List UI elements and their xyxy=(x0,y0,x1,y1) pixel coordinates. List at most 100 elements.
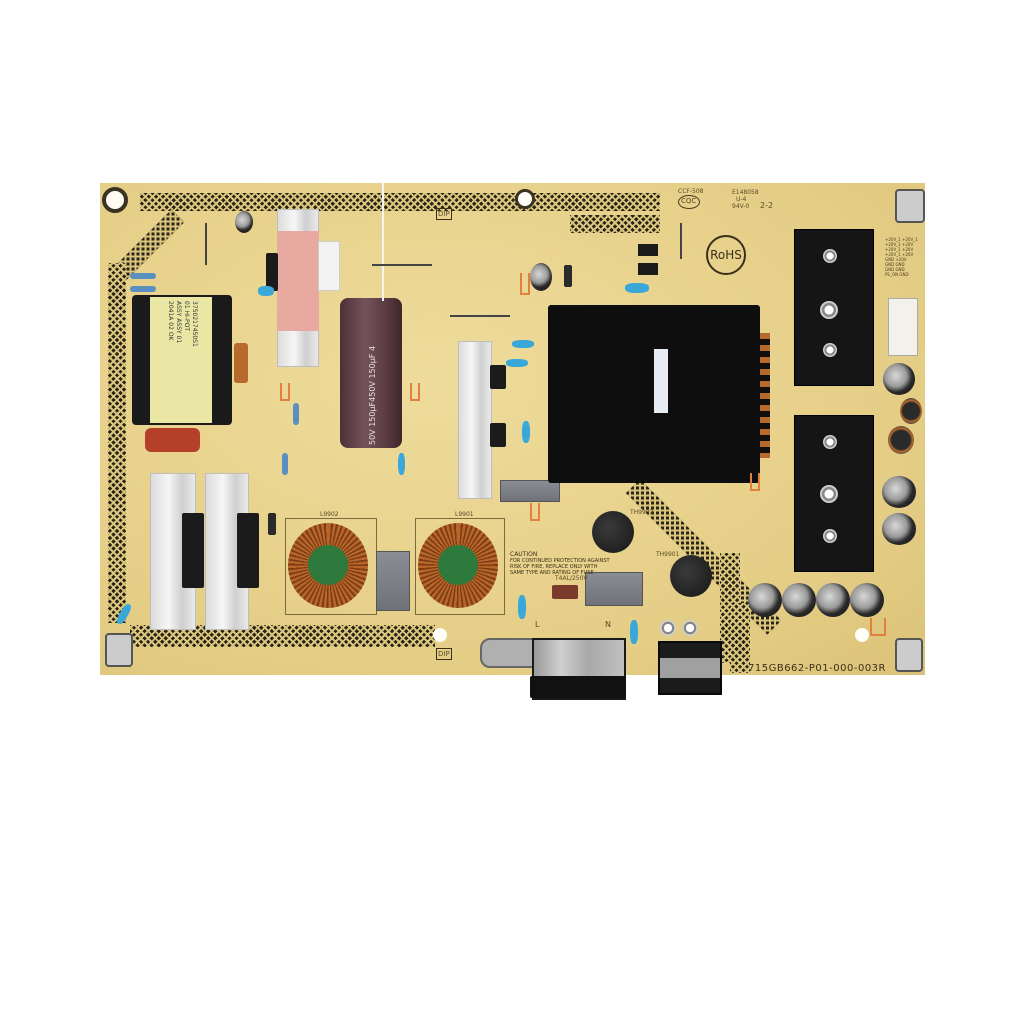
cqc-text: CQC xyxy=(681,197,697,205)
transformer-label-text: 3750217450S1 01 HI-POT ASSY ASSY 01 2041… xyxy=(167,301,198,347)
trace-mark xyxy=(280,383,290,401)
trace-mark xyxy=(520,273,530,295)
mounting-hole xyxy=(433,628,447,642)
transformer-t9801-label: 3750217450S1 01 HI-POT ASSY ASSY 01 2041… xyxy=(150,297,212,423)
dip-mark: DIP xyxy=(436,648,452,660)
ground-trace-left xyxy=(108,263,126,623)
capacitor-c9100 xyxy=(883,363,915,395)
y-capacitor xyxy=(625,283,649,293)
gnd-pad xyxy=(895,638,923,672)
resistor xyxy=(282,453,288,475)
revision-mark: 2-2 xyxy=(760,201,774,210)
y-capacitor-c9902 xyxy=(630,620,638,644)
choke-label: L9901 xyxy=(455,511,474,518)
capacitor-c9147 xyxy=(850,583,884,617)
mounting-hole xyxy=(102,187,128,213)
y-capacitor xyxy=(522,421,530,443)
trace-mark xyxy=(750,473,760,491)
screw xyxy=(823,435,837,449)
x-capacitor-c9102 xyxy=(500,480,560,502)
cqc-ref: CCF-508 xyxy=(678,188,704,195)
ul-code: E148058 xyxy=(732,189,759,196)
y-capacitor xyxy=(506,359,528,367)
screw xyxy=(823,529,837,543)
thermistor-th9902 xyxy=(592,511,634,553)
dip-mark: DIP xyxy=(436,208,452,220)
capacitor-c9102 xyxy=(748,583,782,617)
thermistor-th9901 xyxy=(670,555,712,597)
capacitor-c9148 xyxy=(882,513,916,545)
y-capacitor-c9901 xyxy=(518,595,526,619)
heatsink-hs9101 xyxy=(458,341,492,499)
cqc-mark: CQC xyxy=(678,195,700,209)
trace-mark xyxy=(530,503,540,521)
jumper-j902 xyxy=(372,264,432,266)
ground-trace-secondary xyxy=(730,603,750,673)
screw xyxy=(820,485,838,503)
caution-title: CAUTION xyxy=(510,551,538,558)
heatsink-white-tab xyxy=(318,241,340,291)
x-capacitor-c9904 xyxy=(376,551,410,611)
part-number: 715GB662-P01-000-003R xyxy=(748,663,886,674)
screw xyxy=(823,249,837,263)
thermistor-label: TH9902 xyxy=(630,509,654,516)
mosfet-bridge xyxy=(237,513,259,588)
y-capacitor xyxy=(512,340,534,348)
switch-terminal xyxy=(660,620,676,636)
inductor-l9102 xyxy=(900,398,922,424)
caution-block: CAUTION FOR CONTINUED PROTECTION AGAINST… xyxy=(510,551,610,577)
screw xyxy=(820,301,838,319)
y-capacitor xyxy=(258,286,274,296)
rohs-text: RoHS xyxy=(710,248,742,262)
transformer-label xyxy=(654,349,668,413)
switch-terminal xyxy=(682,620,698,636)
fuse-rating: T4AL/250V xyxy=(555,575,588,582)
bulk-cap-marking: 50V 150µF450V 150µF 4 xyxy=(368,345,377,445)
diode-d9807 xyxy=(564,265,572,287)
capacitor-c9101 xyxy=(816,583,850,617)
ground-trace-bottom xyxy=(130,625,435,647)
copper-windings-right xyxy=(760,333,770,458)
connector-pinout-table: +20V_1 +20V_1 +20V_1 +20V +20V_1 +20V +2… xyxy=(885,237,918,277)
capacitor-c9810 xyxy=(235,211,253,233)
neutral-label: N xyxy=(605,620,611,629)
diode xyxy=(268,513,276,535)
pcb-board: CCF-508 CQC E148058 U-4 94V-0 2-2 RoHS 3… xyxy=(100,183,925,700)
screw xyxy=(823,343,837,357)
ground-trace-right-top xyxy=(570,215,660,233)
inductor-l9101 xyxy=(888,426,914,454)
optocoupler-u9101 xyxy=(638,263,658,275)
ground-trace-top xyxy=(140,193,660,211)
connector-cn9100[interactable] xyxy=(888,298,918,356)
jumper-j908 xyxy=(450,315,510,317)
thermal-pad-pink xyxy=(277,231,319,331)
line-label: L xyxy=(535,620,540,629)
flammability-rating: 94V-0 xyxy=(732,203,750,210)
choke-core xyxy=(308,545,348,585)
mosfet-q9102 xyxy=(490,365,506,389)
x-capacitor-c9903 xyxy=(585,572,643,606)
ac-inlet-base xyxy=(530,676,626,698)
choke-outline xyxy=(415,518,505,615)
resistor-r9815 xyxy=(130,273,156,279)
rohs-logo: RoHS xyxy=(706,235,746,275)
choke-label: L9902 xyxy=(320,511,339,518)
capacitor-c9149 xyxy=(882,476,916,508)
ul-sub: U-4 xyxy=(736,196,747,203)
thermistor-label: TH9901 xyxy=(656,551,680,558)
mounting-hole xyxy=(855,628,869,642)
resistor-r9814 xyxy=(130,286,156,292)
bulk-capacitor-c9801: 50V 150µF450V 150µF 4 xyxy=(340,298,402,448)
capacitor-c9130 xyxy=(782,583,816,617)
trace-mark xyxy=(410,383,420,401)
y-capacitor xyxy=(398,453,405,475)
mosfet xyxy=(266,253,278,291)
mounting-hole xyxy=(515,189,535,209)
choke-core xyxy=(438,545,478,585)
capacitor-c9163 xyxy=(530,263,552,291)
film-capacitor-red xyxy=(145,428,200,452)
mosfet-bridge xyxy=(182,513,204,588)
jumper-j901 xyxy=(205,223,207,265)
gnd-pad xyxy=(895,189,925,223)
power-switch[interactable] xyxy=(658,641,722,695)
